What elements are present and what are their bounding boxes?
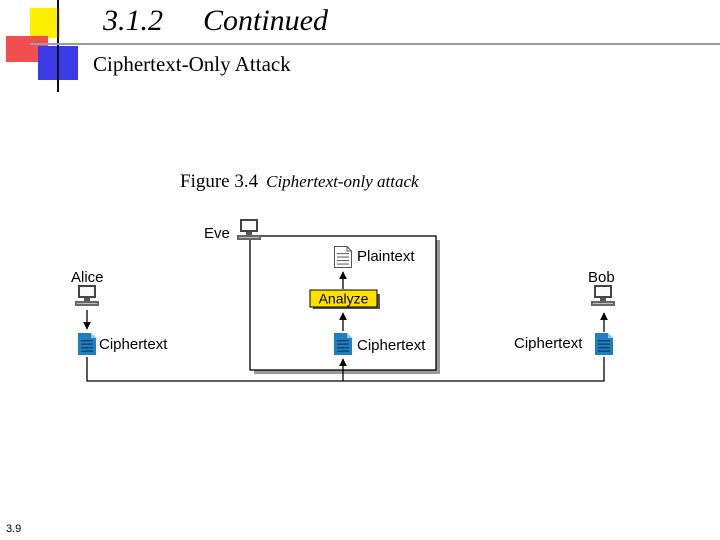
alice-computer-icon [75, 285, 99, 306]
section-number: 3.1.2 [103, 4, 163, 37]
plaintext-icon [334, 246, 352, 268]
analyze-label: Analyze [319, 291, 369, 307]
alice-ciphertext-label: Ciphertext [99, 336, 168, 353]
bob-computer-icon [591, 285, 615, 306]
alice-ciphertext-icon [78, 333, 96, 355]
figure-caption: Figure 3.4 Ciphertext-only attack [180, 171, 419, 193]
slide-title: 3.1.2 Continued [103, 4, 328, 38]
title-underline [30, 43, 720, 45]
eve-ciphertext-icon [334, 333, 352, 355]
eve-computer-icon [237, 219, 261, 240]
slide-subtitle: Ciphertext-Only Attack [93, 52, 291, 76]
eve-ciphertext-label: Ciphertext [357, 337, 426, 354]
title-text: Continued [203, 4, 328, 37]
channel-line [86, 357, 605, 382]
slide-number: 3.9 [6, 523, 22, 535]
bob-ciphertext-icon [595, 333, 613, 355]
figure-title: Ciphertext-only attack [266, 172, 419, 191]
figure-number: Figure 3.4 [180, 171, 259, 192]
analyze-box [309, 289, 378, 308]
plaintext-label: Plaintext [357, 248, 415, 265]
vertical-rule [57, 0, 59, 92]
alice-label: Alice [71, 269, 104, 286]
bob-label: Bob [588, 269, 615, 286]
eve-label: Eve [204, 225, 230, 242]
bob-ciphertext-label: Ciphertext [514, 335, 583, 352]
yellow-square-decoration [30, 8, 60, 38]
